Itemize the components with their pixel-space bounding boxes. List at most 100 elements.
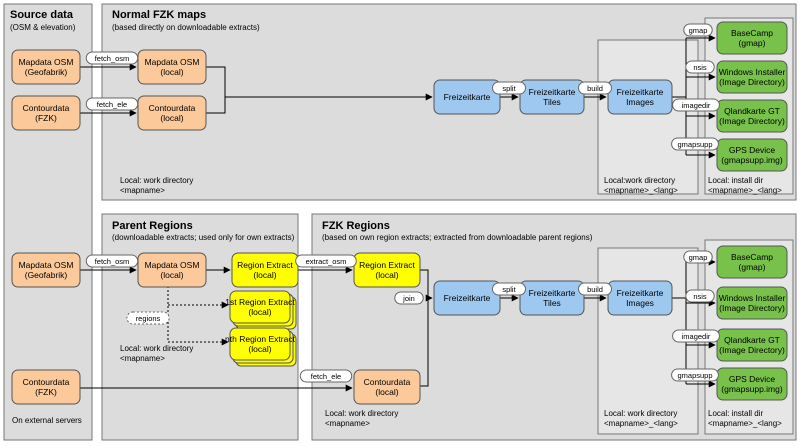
edges [80, 34, 716, 392]
node-n-bc: BaseCamp(gmap) [716, 21, 788, 55]
edge-label-nsis: nsis [685, 60, 715, 74]
node-f-tiles-label: Freizeitkarte [529, 288, 576, 298]
node-n-wi-label: Windows Installer [719, 67, 786, 77]
edge-label-imagedir: imagedir [672, 329, 720, 343]
normal-fzk-footer-1: Local: work directory [120, 176, 193, 185]
node-f-qg-label: Qlandkarte GT [724, 335, 780, 345]
svg-text:extract_osm: extract_osm [306, 257, 347, 266]
normal-output-footer-2: <mapname>_<lang> [604, 186, 678, 195]
parent-regions-footer-1: Local: work directory [120, 344, 193, 353]
svg-text:split: split [502, 84, 516, 93]
node-src-osm1-label: (Geofabrik) [25, 67, 68, 77]
node-f-qg: Qlandkarte GT(Image Directory) [716, 328, 788, 362]
node-src-cont1: Contourdata(FZK) [11, 95, 81, 131]
node-n-tiles-label: Tiles [543, 97, 561, 107]
fzk-output-footer-2: <mapname>_<lang> [604, 419, 678, 428]
parent-regions-title: Parent Regions [112, 220, 193, 232]
node-n-gps-label: GPS Device [729, 145, 776, 155]
normal-output-panel [597, 39, 699, 195]
edge-label-gmap: gmap [683, 250, 713, 264]
fzk-regions-subtitle: (based on own region extracts; extracted… [322, 233, 593, 242]
node-f-gps-label: (gmapsupp.img) [721, 384, 783, 394]
node-f-images-label: Images [626, 298, 654, 308]
node-f-images-label: Freizeitkarte [617, 288, 664, 298]
edge-label-fetch-osm: fetch_osm [85, 254, 139, 268]
node-n-wi: Windows Installer(Image Directory) [716, 60, 788, 94]
edge-label-fetch-osm: fetch_osm [85, 51, 139, 65]
node-n-gps-label: (gmapsupp.img) [721, 155, 783, 165]
edge-label-fetch-ele: fetch_ele [299, 369, 353, 383]
node-p-re-label: (local) [253, 270, 276, 280]
node-f-bc-label: BaseCamp [731, 252, 773, 262]
parent-regions-subtitle: (downloadable extracts; used only for ow… [112, 233, 295, 242]
node-src-cont2-label: Contourdata [23, 377, 70, 387]
node-n-bc-label: (gmap) [739, 38, 766, 48]
svg-text:fetch_ele: fetch_ele [311, 372, 341, 381]
edge-label-split: split [492, 81, 526, 95]
edge-label-extract-osm: extract_osm [295, 254, 357, 268]
fzk-install-footer-2: <mapname>_<lang> [708, 419, 782, 428]
node-n-osm-label: (local) [160, 67, 183, 77]
svg-text:nsis: nsis [693, 63, 707, 72]
node-n-cont-label: (local) [160, 113, 183, 123]
fzk-install-footer-1: Local: install dir [708, 409, 763, 418]
node-f-cont-label: (local) [375, 387, 398, 397]
node-n-cont: Contourdata(local) [137, 95, 207, 131]
node-n-osm: Mapdata OSM(local) [137, 49, 207, 85]
node-f-fk-label: Freizeitkarte [444, 293, 491, 303]
node-f-wi-label: (Image Directory) [719, 303, 785, 313]
svg-text:split: split [502, 285, 516, 294]
node-f-bc: BaseCamp(gmap) [716, 245, 788, 279]
node-src-osm2-label: Mapdata OSM [19, 260, 74, 270]
node-n-qg: Qlandkarte GT(Image Directory) [716, 99, 788, 133]
edge-label-join: join [394, 291, 424, 305]
normal-fzk-footer-2: <mapname> [120, 186, 165, 195]
edge-label-split: split [492, 282, 526, 296]
node-n-fk: Freizeitkarte [433, 79, 501, 115]
node-n-qg-label: (Image Directory) [719, 116, 785, 126]
svg-text:imagedir: imagedir [682, 332, 711, 341]
node-f-tiles-label: Tiles [543, 298, 561, 308]
node-n-images-label: Freizeitkarte [617, 87, 664, 97]
svg-text:gmapsupp: gmapsupp [677, 140, 712, 149]
normal-output-footer-1: Local:work directory [604, 176, 675, 185]
node-p-osm: Mapdata OSM(local) [137, 252, 207, 288]
edge-label-build: build [578, 81, 612, 95]
node-n-fk-label: Freizeitkarte [444, 92, 491, 102]
edge-fcont-to-fk [420, 298, 429, 387]
svg-text:fetch_ele: fetch_ele [97, 100, 127, 109]
edge-cont-to-fk [206, 93, 433, 114]
node-p-nth-label: (local) [248, 344, 271, 354]
svg-text:fetch_osm: fetch_osm [95, 54, 130, 63]
node-src-osm2: Mapdata OSM(Geofabrik) [11, 252, 81, 288]
node-n-osm-label: Mapdata OSM [145, 57, 200, 67]
source-data-subtitle: (OSM & elevation) [10, 23, 76, 32]
fzk-regions-footer-1: Local: work directory [325, 409, 398, 418]
node-src-osm1-label: Mapdata OSM [19, 57, 74, 67]
node-n-cont-label: Contourdata [149, 103, 196, 113]
edge-label-build: build [578, 282, 612, 296]
edge-osm-to-fk [206, 66, 226, 97]
node-src-cont2: Contourdata(FZK) [11, 369, 81, 405]
edge-label-gmap: gmap [683, 23, 713, 37]
node-p-re: Region Extract(local) [231, 252, 299, 288]
normal-fzk-title: Normal FZK maps [112, 9, 206, 21]
nodes: Mapdata OSM(Geofabrik)Contourdata(FZK)Ma… [11, 21, 788, 405]
node-f-gps: GPS Device(gmapsupp.img) [716, 367, 788, 401]
node-p-re-label: Region Extract [237, 260, 293, 270]
edge-label-imagedir: imagedir [672, 98, 720, 112]
edge-label-fetch-ele: fetch_ele [85, 97, 139, 111]
node-src-cont2-label: (FZK) [35, 387, 57, 397]
normal-install-footer-1: Local: install dir [708, 176, 763, 185]
node-f-wi: Windows Installer(Image Directory) [716, 286, 788, 320]
normal-fzk-subtitle: (based directly on downloadable extracts… [112, 23, 260, 32]
edge-label-gmapsupp: gmapsupp [671, 368, 719, 382]
edge-label-gmapsupp: gmapsupp [671, 137, 719, 151]
node-src-cont1-label: Contourdata [23, 103, 70, 113]
parent-regions-footer-2: <mapname> [120, 354, 165, 363]
svg-text:gmap: gmap [689, 253, 708, 262]
